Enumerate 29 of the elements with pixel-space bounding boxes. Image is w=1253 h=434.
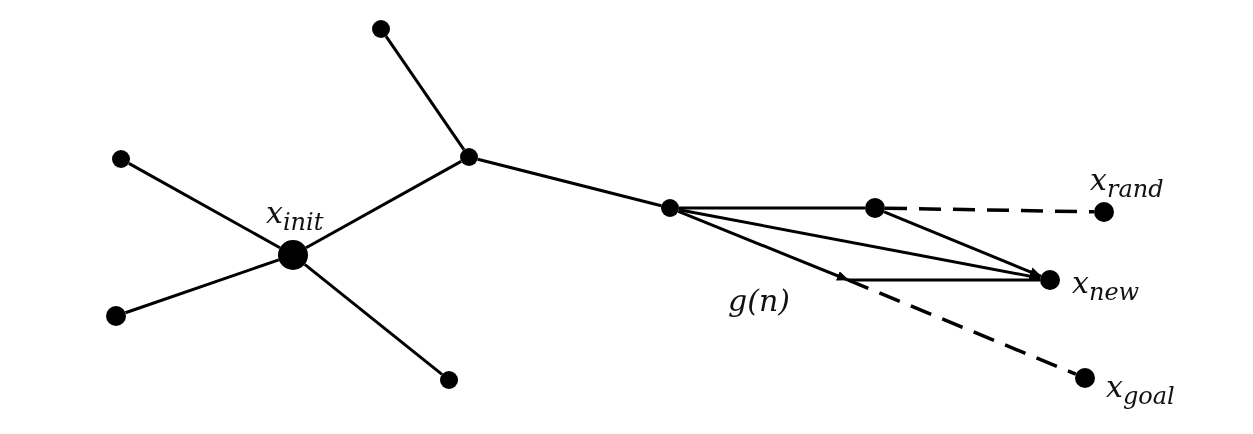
tree-vertex: [372, 20, 390, 38]
tree-edge: [128, 162, 281, 249]
tree-edge: [124, 258, 280, 315]
tree-vertex: [865, 198, 885, 218]
tree-vertex: [112, 150, 130, 168]
dashed-line: [847, 278, 1077, 376]
labeled-vertex: [1075, 368, 1095, 388]
tree-edge: [384, 35, 466, 151]
tree-edge: [305, 160, 462, 249]
tree-vertex: [440, 371, 458, 389]
dashed-line: [884, 206, 1095, 214]
tree-vertex: [460, 148, 478, 166]
vertex-label: x$_{new}$: [1072, 268, 1140, 305]
labeled-vertex: [1040, 270, 1060, 290]
arrow: [883, 210, 1042, 278]
tree-edge: [303, 263, 443, 376]
labeled-vertex: [278, 240, 308, 270]
arrow: [677, 209, 849, 282]
tree-vertex: [106, 306, 126, 326]
tree-edge: [848, 278, 1040, 282]
arrow: [678, 208, 1042, 281]
vertex-label: x$_{init}$: [266, 198, 324, 235]
tree-edge: [679, 206, 865, 210]
node-label: g(n): [728, 280, 848, 322]
tree-edge: [477, 157, 662, 208]
vertex-label: x$_{rand}$: [1090, 165, 1164, 202]
tree-vertex: [661, 199, 679, 217]
labeled-vertex: [1094, 202, 1114, 222]
vertex-label: x$_{goal}$: [1106, 372, 1175, 409]
